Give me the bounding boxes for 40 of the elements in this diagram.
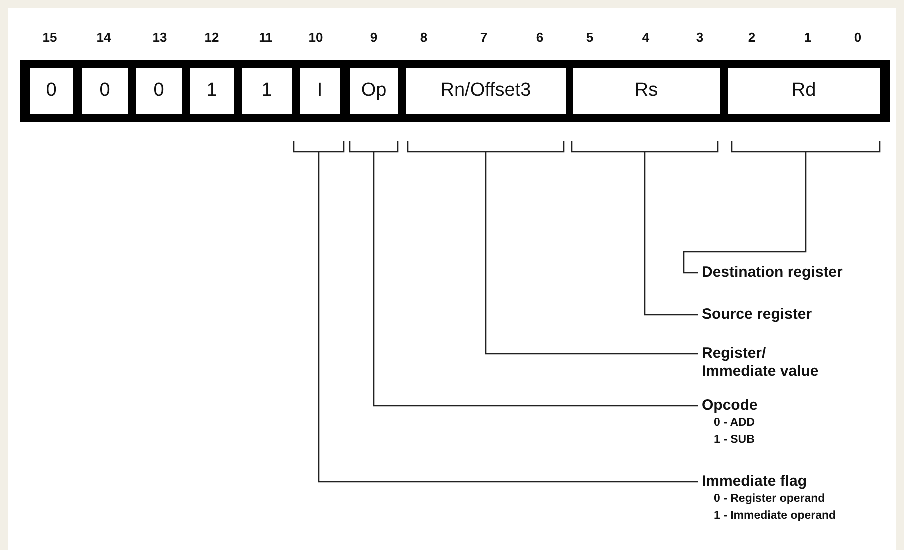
bit-field: Op [350,68,398,114]
bit-field: Rd [728,68,880,114]
bit-field: 1 [242,68,292,114]
bit-field: Rs [573,68,720,114]
leader-line [485,152,698,355]
bit-field: 0 [82,68,128,114]
bit-number: 15 [42,30,58,45]
field-description: Register/ Immediate value [702,345,834,381]
bit-number: 4 [641,30,651,45]
bit-field: 0 [136,68,182,114]
bit-number: 14 [96,30,112,45]
bit-number: 6 [535,30,545,45]
leader-line [373,152,698,407]
bit-number: 5 [585,30,595,45]
bit-number: 8 [419,30,429,45]
leader-line [683,152,807,274]
bit-number: 3 [695,30,705,45]
bit-number: 12 [204,30,220,45]
bit-field: Rn/Offset3 [406,68,566,114]
field-description: Destination register [702,264,892,282]
leader-line [318,152,698,483]
bit-number: 0 [853,30,863,45]
bit-number: 9 [369,30,379,45]
value-note: 1 - SUB [714,433,756,448]
bit-number: 10 [308,30,324,45]
bit-number: 7 [479,30,489,45]
bit-number: 2 [747,30,757,45]
bit-number: 13 [152,30,168,45]
bit-field: 0 [30,68,73,114]
field-description: Opcode [702,397,758,415]
value-note: 0 - Register operand [714,492,826,507]
bit-field: 1 [190,68,234,114]
leader-line [644,152,698,316]
bit-field: I [300,68,340,114]
bit-number: 1 [803,30,813,45]
value-note: 0 - ADD [714,416,756,431]
field-description: Source register [702,306,892,324]
field-description: Immediate flag [702,473,808,491]
bit-number: 11 [258,30,274,45]
value-note: 1 - Immediate operand [714,509,836,524]
